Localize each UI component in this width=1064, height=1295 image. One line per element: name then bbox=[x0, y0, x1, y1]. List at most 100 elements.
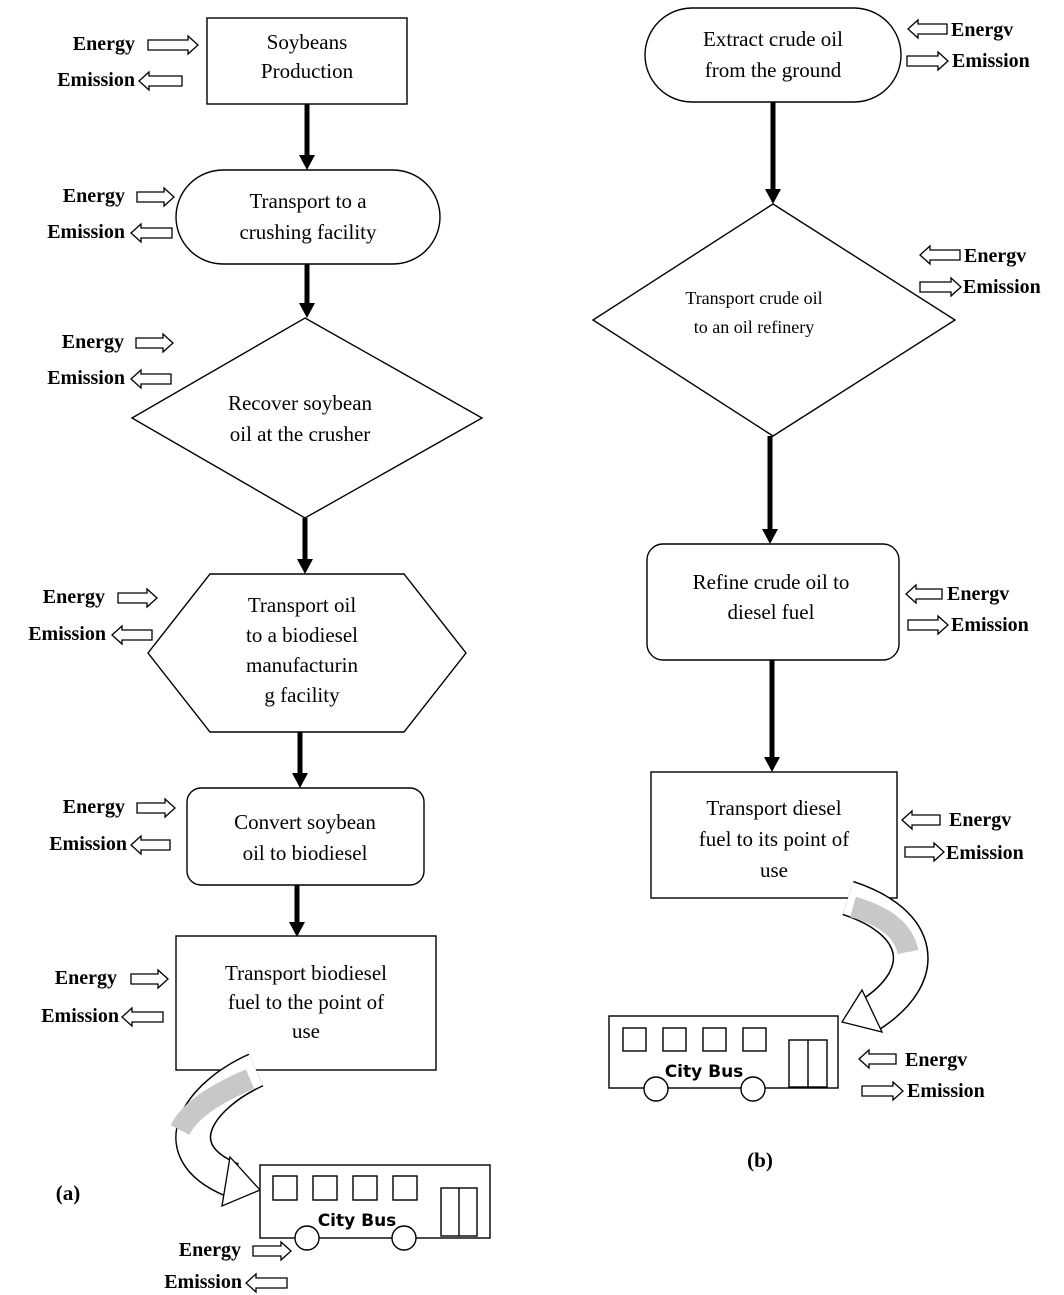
emission-out-arrow-icon bbox=[919, 276, 962, 298]
bus-b-window bbox=[742, 1027, 767, 1052]
flow-arrowhead-icon bbox=[762, 529, 778, 544]
step-a2-transport-to-crusher: Transport to a crushing facility bbox=[175, 169, 441, 265]
energy-in-arrow-icon bbox=[136, 186, 175, 208]
delivery-arrowhead-icon bbox=[840, 988, 884, 1033]
emission-label: Emission bbox=[49, 833, 127, 855]
bus-b-wheel-icon bbox=[740, 1076, 766, 1102]
step-a5-line-2: oil to biodiesel bbox=[243, 841, 368, 865]
flow-arrowhead-icon bbox=[764, 757, 780, 772]
energy-label: Energy bbox=[43, 586, 105, 608]
step-a2-line-2: crushing facility bbox=[239, 220, 377, 244]
flow-arrowhead-icon bbox=[765, 189, 781, 204]
bus-b-label: City Bus bbox=[665, 1062, 744, 1082]
step-b3-line-2: diesel fuel bbox=[728, 600, 815, 624]
delivery-arrow-a-icon bbox=[170, 1053, 264, 1208]
step-a4-line-4: g facility bbox=[264, 683, 340, 707]
energy-in-arrow-icon bbox=[252, 1240, 292, 1262]
step-b2-transport-to-refinery: Transport crude oil to an oil refinery bbox=[591, 203, 957, 437]
flow-arrowhead-icon bbox=[299, 155, 315, 170]
emission-out-arrow-icon bbox=[861, 1080, 904, 1102]
energy-label: Energv bbox=[949, 809, 1011, 831]
step-b4-line-3: use bbox=[760, 858, 788, 882]
step-b2-line-1: Transport crude oil bbox=[685, 288, 822, 308]
emission-label: Emission bbox=[963, 276, 1041, 298]
emission-label: Emission bbox=[164, 1271, 242, 1293]
step-b1-line-2: from the ground bbox=[705, 58, 842, 82]
step-b3-line-1: Refine crude oil to bbox=[693, 570, 850, 594]
emission-label: Emission bbox=[907, 1080, 985, 1102]
flow-arrowhead-icon bbox=[297, 559, 313, 574]
emission-out-arrow-icon bbox=[904, 841, 945, 863]
energy-out-arrow-icon bbox=[905, 583, 943, 605]
bus-a-wheel-icon bbox=[391, 1225, 417, 1251]
step-a5-convert-to-biodiesel: Convert soybean oil to biodiesel bbox=[186, 787, 425, 886]
step-a4-line-3: manufacturin bbox=[246, 653, 358, 677]
flow-arrowhead-icon bbox=[299, 303, 315, 318]
panel-b-label: (b) bbox=[747, 1148, 773, 1172]
step-b1-box bbox=[644, 7, 902, 103]
emission-label: Emission bbox=[951, 614, 1029, 636]
energy-in-arrow-icon bbox=[136, 797, 176, 819]
step-a6-line-3: use bbox=[292, 1019, 320, 1043]
step-a3-recover-oil: Recover soybean oil at the crusher bbox=[130, 317, 484, 519]
step-a6-line-2: fuel to the point of bbox=[228, 990, 384, 1014]
flow-arrowhead-icon bbox=[289, 922, 305, 937]
step-b4-transport-diesel: Transport diesel fuel to its point of us… bbox=[650, 771, 898, 899]
emission-label: Emission bbox=[47, 221, 125, 243]
energy-label: Energv bbox=[947, 583, 1009, 605]
emission-label: Emission bbox=[57, 69, 135, 91]
step-a3-line-1: Recover soybean bbox=[228, 391, 373, 415]
step-a2-box bbox=[175, 169, 441, 265]
bus-a-window bbox=[272, 1175, 298, 1201]
energy-in-arrow-icon bbox=[147, 34, 199, 56]
bus-a-label: City Bus bbox=[318, 1211, 397, 1231]
step-a4-hexagon bbox=[147, 573, 467, 733]
energy-in-arrow-icon bbox=[130, 968, 169, 990]
energy-out-arrow-icon bbox=[901, 809, 941, 831]
step-b4-box bbox=[650, 771, 898, 899]
energy-label: Energv bbox=[905, 1049, 967, 1071]
emission-out-arrow-icon bbox=[111, 624, 153, 646]
energy-in-arrow-icon bbox=[135, 332, 174, 354]
emission-label: Emission bbox=[47, 367, 125, 389]
bus-a-wheel-icon bbox=[294, 1225, 320, 1251]
delivery-arrow-b-icon bbox=[840, 880, 929, 1033]
step-b4-line-1: Transport diesel bbox=[706, 796, 841, 820]
emission-out-arrow-icon bbox=[121, 1006, 164, 1028]
bus-a-window bbox=[352, 1175, 378, 1201]
step-a1-line-1: Soybeans bbox=[267, 30, 348, 54]
bus-a-window bbox=[392, 1175, 418, 1201]
step-a3-line-2: oil at the crusher bbox=[230, 422, 371, 446]
emission-label: Emission bbox=[28, 623, 106, 645]
step-a1-box bbox=[206, 17, 408, 105]
energy-label: Energy bbox=[62, 331, 124, 353]
panel-a-label: (a) bbox=[56, 1181, 81, 1205]
step-a6-line-1: Transport biodiesel bbox=[225, 961, 387, 985]
panel-b: Extract crude oil from the ground Energv… bbox=[591, 7, 1041, 1172]
emission-out-arrow-icon bbox=[907, 614, 949, 636]
bus-b-wheel-icon bbox=[643, 1076, 669, 1102]
energy-out-arrow-icon bbox=[858, 1048, 897, 1070]
step-a4-transport-to-biodiesel: Transport oil to a biodiesel manufacturi… bbox=[147, 573, 467, 733]
step-a1-soybeans-production: Soybeans Production bbox=[206, 17, 408, 105]
flow-arrowhead-icon bbox=[292, 773, 308, 788]
step-a5-box bbox=[186, 787, 425, 886]
energy-label: Energy bbox=[179, 1239, 241, 1261]
step-a5-line-1: Convert soybean bbox=[234, 810, 376, 834]
step-b2-diamond bbox=[591, 203, 957, 437]
step-a2-line-1: Transport to a bbox=[249, 189, 367, 213]
step-a4-line-2: to a biodiesel bbox=[246, 623, 358, 647]
emission-out-arrow-icon bbox=[130, 222, 173, 244]
step-b1-extract-crude-oil: Extract crude oil from the ground bbox=[644, 7, 902, 103]
emission-label: Emission bbox=[41, 1005, 119, 1027]
city-bus-a: City Bus bbox=[259, 1164, 491, 1251]
step-b2-line-2: to an oil refinery bbox=[694, 317, 814, 337]
energy-label: Energy bbox=[73, 33, 135, 55]
step-a6-transport-biodiesel: Transport biodiesel fuel to the point of… bbox=[175, 935, 437, 1071]
step-a6-box bbox=[175, 935, 437, 1071]
energy-label: Energv bbox=[964, 245, 1026, 267]
emission-label: Emission bbox=[952, 50, 1030, 72]
emission-out-arrow-icon bbox=[130, 368, 172, 390]
